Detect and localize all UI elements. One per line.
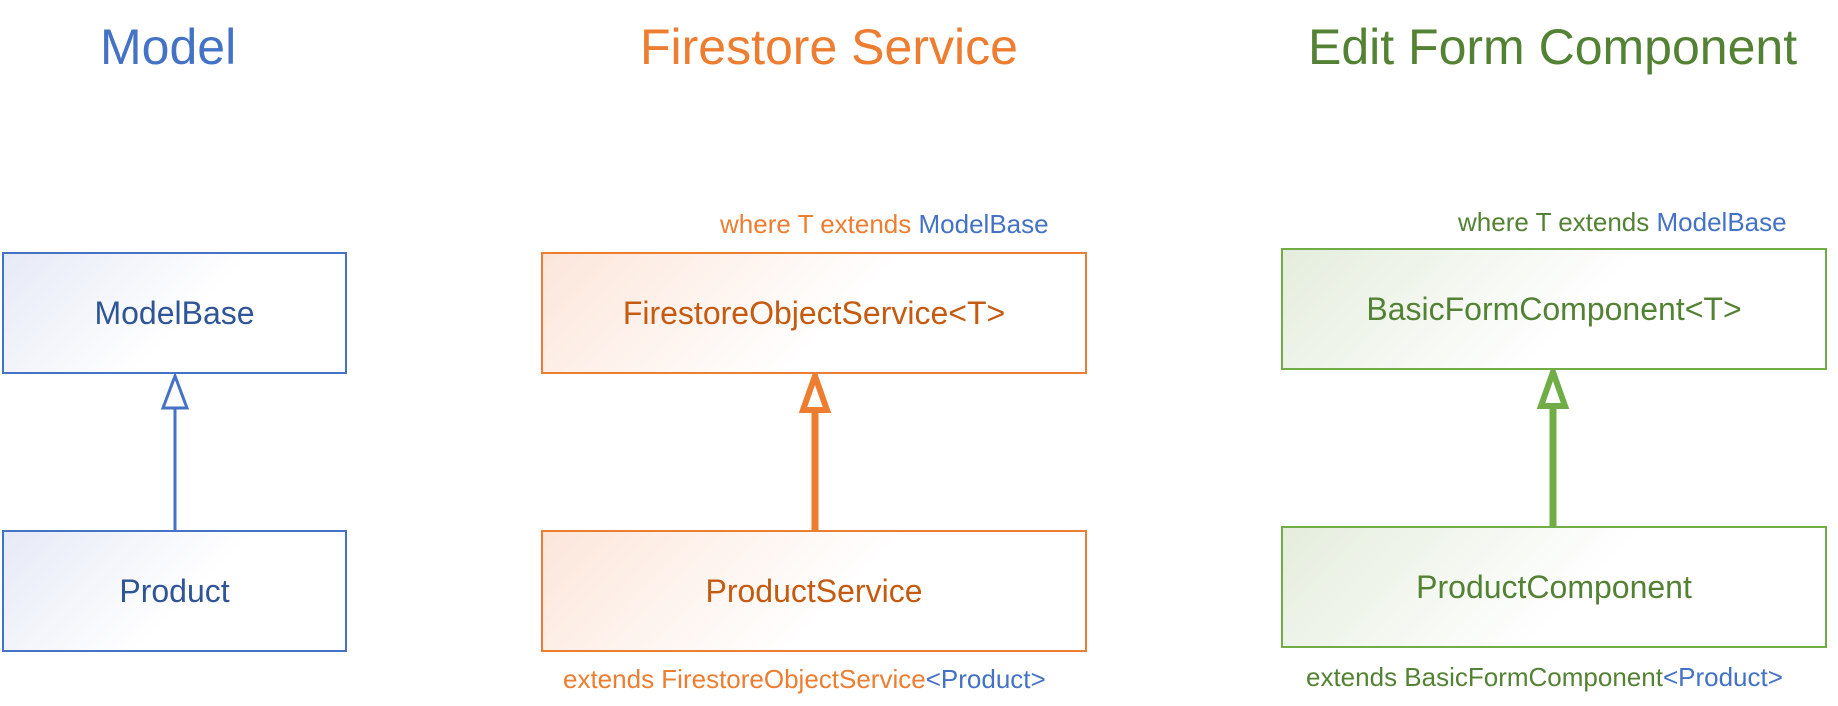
product-class-box: Product <box>2 530 347 652</box>
service-constraint-prefix: where T extends <box>720 209 912 239</box>
basic-form-component-box: BasicFormComponent<T> <box>1281 248 1827 370</box>
firestore-object-service-box: FirestoreObjectService<T> <box>541 252 1087 374</box>
modelbase-class-label: ModelBase <box>94 294 255 331</box>
model-inheritance-arrowhead <box>160 371 190 410</box>
model-column-title: Model <box>100 19 237 75</box>
form-column-title: Edit Form Component <box>1308 19 1798 75</box>
product-service-box: ProductService <box>541 530 1087 652</box>
product-component-box: ProductComponent <box>1281 526 1827 648</box>
modelbase-class-box: ModelBase <box>2 252 347 374</box>
service-column-title: Firestore Service <box>640 19 1018 75</box>
form-extends-arg: <Product> <box>1662 662 1783 692</box>
product-component-label: ProductComponent <box>1416 568 1692 605</box>
service-inheritance-arrowhead <box>798 366 832 413</box>
product-service-label: ProductService <box>705 572 923 609</box>
form-constraint-type: ModelBase <box>1656 207 1787 237</box>
service-type-constraint: where T extends ModelBase <box>720 209 1049 240</box>
form-constraint-prefix: where T extends <box>1458 207 1650 237</box>
form-extends-note: extends BasicFormComponent<Product> <box>1306 662 1783 693</box>
service-extends-note: extends FirestoreObjectService<Product> <box>563 664 1046 695</box>
service-constraint-type: ModelBase <box>918 209 1049 239</box>
form-inheritance-arrowhead <box>1536 362 1570 409</box>
service-extends-arg: <Product> <box>925 664 1046 694</box>
form-extends-prefix: extends BasicFormComponent <box>1306 662 1663 692</box>
basic-form-component-label: BasicFormComponent<T> <box>1366 290 1742 327</box>
firestore-object-service-label: FirestoreObjectService<T> <box>622 294 1006 331</box>
form-type-constraint: where T extends ModelBase <box>1458 207 1787 238</box>
service-extends-prefix: extends FirestoreObjectService <box>563 664 926 694</box>
product-class-label: Product <box>119 572 230 609</box>
